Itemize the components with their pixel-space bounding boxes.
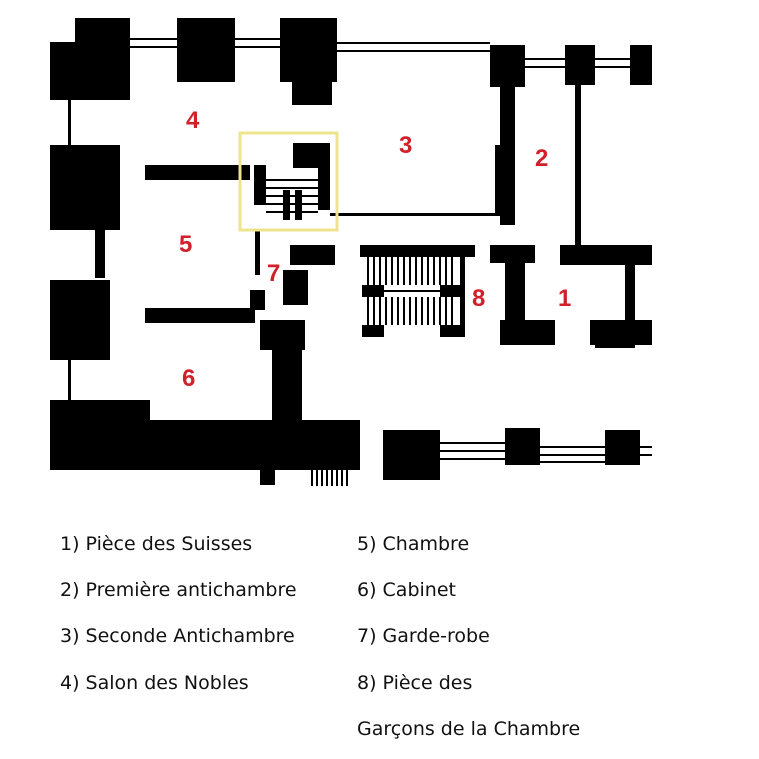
walls <box>50 18 652 485</box>
legend-item-4: 4) Salon des Nobles <box>60 672 249 694</box>
legend-item-7: 7) Garde-robe <box>357 625 490 647</box>
room-label-2: 2 <box>535 145 548 172</box>
staircase <box>266 179 453 486</box>
room-label-3: 3 <box>399 132 412 159</box>
legend-item-2: 2) Première antichambre <box>60 579 297 601</box>
room-label-5: 5 <box>179 231 192 258</box>
legend-item-8: 8) Pièce des <box>357 672 473 694</box>
legend-item-1: 1) Pièce des Suisses <box>60 533 253 555</box>
room-label-6: 6 <box>182 365 195 392</box>
highlight-box <box>238 131 339 232</box>
legend-item-5: 5) Chambre <box>357 533 470 555</box>
room-labels: 1 2 3 4 5 6 7 8 <box>179 107 571 392</box>
legend-item-8-cont: Garçons de la Chambre <box>357 718 581 740</box>
legend-item-3: 3) Seconde Antichambre <box>60 625 295 647</box>
room-label-4: 4 <box>186 107 200 134</box>
room-label-8: 8 <box>472 285 485 312</box>
room-label-1: 1 <box>558 285 571 312</box>
legend-item-6: 6) Cabinet <box>357 579 456 601</box>
room-label-7: 7 <box>267 260 280 287</box>
floor-plan: 1 2 3 4 5 6 7 8 <box>50 18 652 486</box>
